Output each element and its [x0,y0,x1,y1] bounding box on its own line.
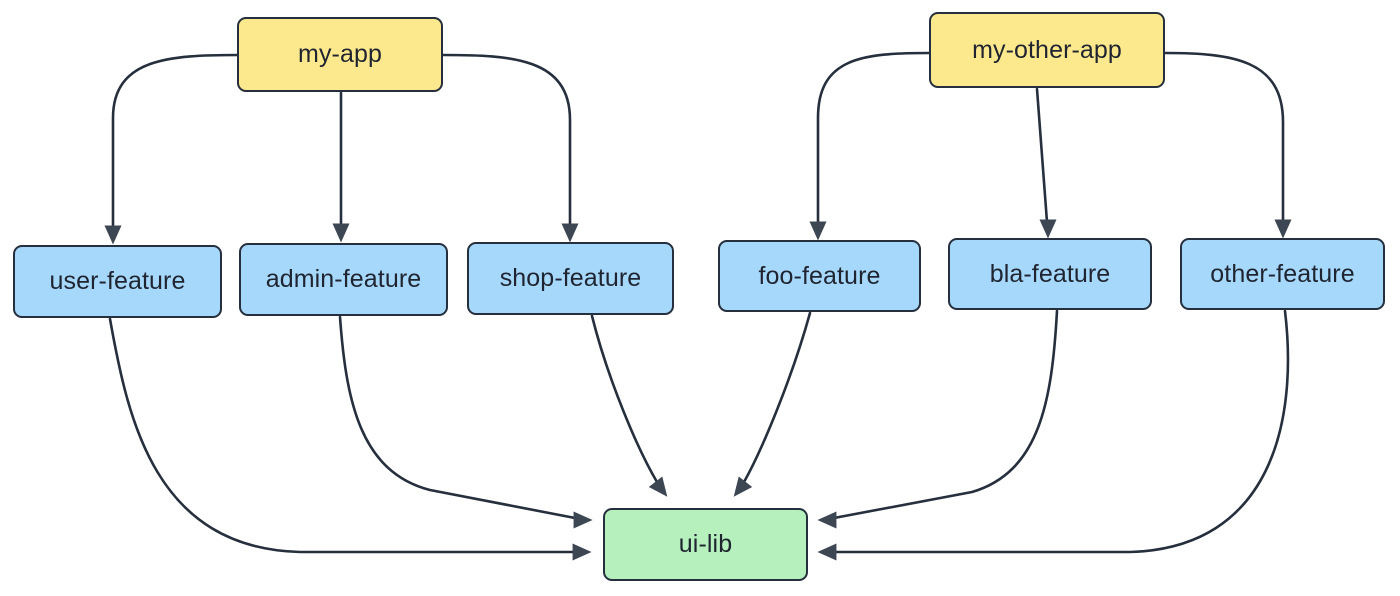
edge-my-app-to-shop-feature [441,53,579,243]
arrowhead-icon [648,476,668,497]
edge-line [816,51,931,226]
arrowhead-icon [733,476,753,497]
arrowhead-icon [817,511,837,529]
edge-line [338,315,577,520]
arrowhead-icon [104,225,122,245]
node-label: foo-feature [758,261,881,290]
node-label: user-feature [49,267,186,295]
edge-my-other-app-to-other-feature [1163,51,1292,239]
arrowhead-icon [573,511,593,529]
node-label: my-app [298,40,382,68]
arrowhead-icon [809,221,827,241]
node-user-feature[interactable]: user-feature [13,245,222,318]
node-label: ui-lib [678,530,733,558]
node-ui-lib[interactable]: ui-lib [603,508,808,581]
arrowhead-icon [1039,219,1057,239]
node-bla-feature[interactable]: bla-feature [948,238,1152,310]
edge-other-feature-to-ui-lib [817,309,1290,561]
edge-line [590,314,659,484]
node-label: bla-feature [989,259,1111,288]
edge-line [1163,51,1285,224]
edge-line [441,53,572,228]
edge-shop-feature-to-ui-lib [590,314,668,497]
edge-line [742,311,812,484]
edge-admin-feature-to-ui-lib [338,315,593,529]
node-label: other-feature [1210,259,1355,288]
edge-my-app-to-user-feature [104,53,241,245]
node-my-app[interactable]: my-app [237,17,443,92]
edge-foo-feature-to-ui-lib [733,311,812,497]
arrowhead-icon [817,543,837,561]
edge-line [832,309,1059,520]
node-label: admin-feature [265,265,422,293]
edge-bla-feature-to-ui-lib [817,309,1059,529]
node-other-feature[interactable]: other-feature [1180,238,1385,310]
arrowhead-icon [572,543,592,561]
edge-line [832,309,1290,554]
arrowhead-icon [1274,219,1292,239]
node-foo-feature[interactable]: foo-feature [718,240,921,312]
node-label: my-other-app [972,35,1122,64]
edge-line [111,53,241,230]
edge-user-feature-to-ui-lib [108,317,592,561]
arrowhead-icon [332,223,350,243]
node-my-other-app[interactable]: my-other-app [929,12,1165,88]
node-admin-feature[interactable]: admin-feature [239,243,448,316]
edge-my-other-app-to-bla-feature [1035,87,1057,239]
edge-line [1035,87,1049,224]
edge-my-other-app-to-foo-feature [809,51,931,241]
node-label: shop-feature [499,264,642,292]
edge-line [108,317,577,554]
edge-my-app-to-admin-feature [332,91,350,243]
node-shop-feature[interactable]: shop-feature [467,242,674,315]
arrowhead-icon [561,223,579,243]
